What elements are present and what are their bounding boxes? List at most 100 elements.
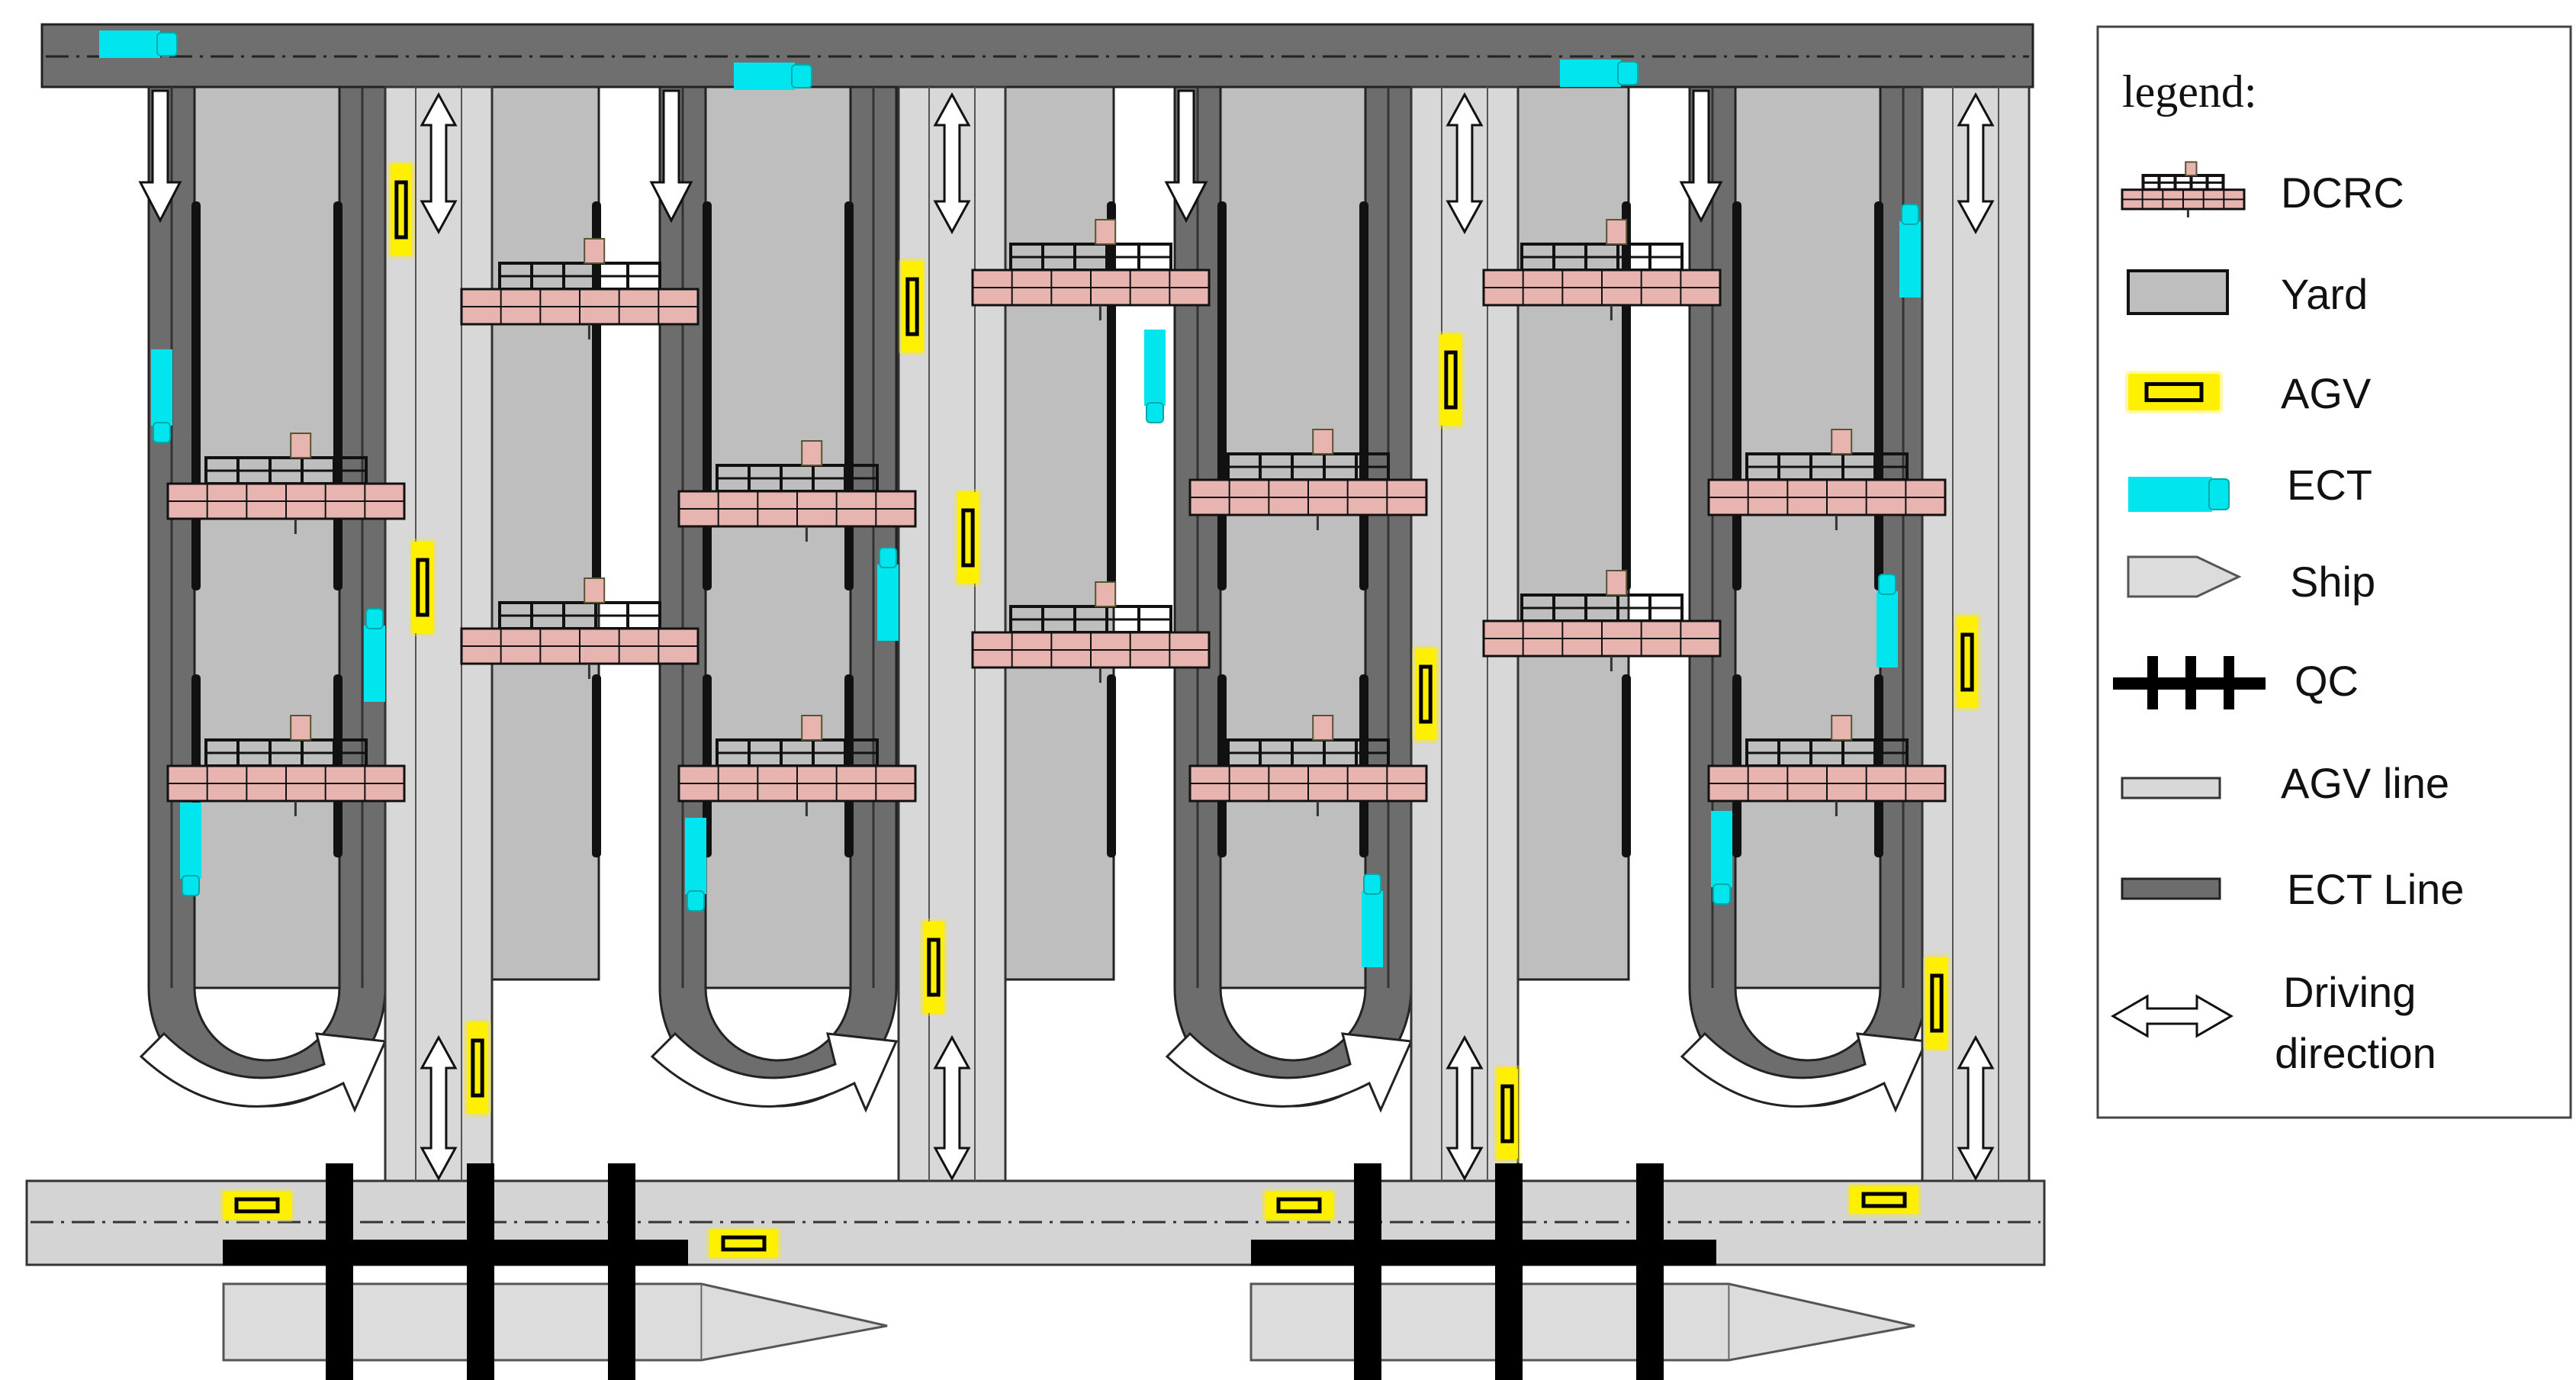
ship-hull bbox=[222, 1282, 888, 1362]
agv-body bbox=[957, 492, 979, 584]
ect-truck bbox=[1711, 811, 1732, 905]
ect-cab bbox=[1878, 574, 1896, 595]
dcrc-trolley bbox=[584, 238, 606, 264]
ect-trailer bbox=[364, 626, 385, 702]
dcrc-trolley bbox=[1831, 715, 1853, 741]
qc-leg bbox=[1354, 1163, 1381, 1380]
dcrc-trolley bbox=[801, 440, 823, 466]
crane-rail-segment bbox=[844, 201, 854, 461]
crane-rail-segment bbox=[333, 201, 343, 461]
crane-rail-segment bbox=[1622, 438, 1631, 590]
dcrc-trolley bbox=[1095, 581, 1117, 607]
dcrc-crane bbox=[166, 715, 406, 816]
crane-rail-segment bbox=[592, 438, 601, 590]
legend-panel: legend: DCRC Yard AGV ECT Ship QC AGV li… bbox=[2096, 25, 2572, 1119]
agv-body bbox=[923, 922, 944, 1013]
ect-truck bbox=[1560, 60, 1639, 87]
crane-rail-segment bbox=[1107, 201, 1116, 461]
ect-truck bbox=[180, 803, 201, 896]
legend-label-yard: Yard bbox=[2281, 270, 2368, 318]
agv-cargo-frame bbox=[1861, 1192, 1907, 1208]
double-headed-arrow-icon bbox=[933, 92, 971, 235]
double-headed-arrow-icon bbox=[1446, 1034, 1484, 1182]
agv-cargo-frame bbox=[927, 938, 941, 997]
qc-leg bbox=[326, 1163, 353, 1380]
legend-label-agv: AGV bbox=[2281, 369, 2372, 417]
crane-rail-segment bbox=[191, 201, 201, 461]
qc-leg bbox=[1636, 1163, 1664, 1380]
legend-qc-leg bbox=[2224, 656, 2234, 709]
legend-label-direction: direction bbox=[2275, 1029, 2436, 1077]
ect-cab bbox=[1713, 883, 1731, 905]
agv-vehicle bbox=[899, 258, 926, 355]
dcrc-trolley bbox=[1831, 429, 1853, 455]
dcrc-trolley bbox=[1312, 715, 1334, 741]
ect-trailer bbox=[151, 349, 172, 426]
down-arrow-icon bbox=[1679, 89, 1723, 224]
agv-body bbox=[1415, 648, 1436, 740]
curved-turn-arrow-icon bbox=[139, 1031, 388, 1113]
dcrc-trolley bbox=[1606, 219, 1628, 245]
crane-rail-segment bbox=[1107, 438, 1116, 590]
legend-label-dcrc: DCRC bbox=[2281, 169, 2404, 217]
agv-vehicle bbox=[2125, 371, 2223, 413]
top-road bbox=[40, 23, 2034, 88]
ect-cab bbox=[365, 608, 384, 629]
ect-cab bbox=[153, 422, 171, 443]
agv-vehicle bbox=[1437, 331, 1465, 429]
double-headed-arrow-icon bbox=[1446, 92, 1484, 235]
agv-body bbox=[391, 164, 412, 256]
double-headed-arrow-icon bbox=[1957, 1034, 1995, 1182]
agv-cargo-frame bbox=[1444, 350, 1458, 410]
agv-cargo-frame bbox=[721, 1235, 767, 1252]
loop-inner-space bbox=[704, 987, 852, 1062]
yard-area bbox=[193, 85, 341, 989]
down-arrow-icon bbox=[649, 89, 693, 224]
agv-body bbox=[1957, 616, 1978, 708]
agv-body bbox=[467, 1022, 488, 1114]
legend-qc-leg bbox=[2185, 656, 2196, 709]
dcrc-trolley bbox=[290, 715, 312, 741]
curved-turn-arrow-icon bbox=[1680, 1031, 1928, 1113]
ect-truck bbox=[364, 608, 385, 702]
ect-cab bbox=[1901, 204, 1919, 225]
down-arrow-icon bbox=[138, 89, 182, 224]
legend-label-ect-line: ECT Line bbox=[2287, 865, 2464, 913]
agv-cargo-frame bbox=[1930, 973, 1944, 1033]
dcrc-crane bbox=[1188, 429, 1428, 530]
yard-block bbox=[138, 85, 388, 1113]
ect-trailer bbox=[1362, 891, 1383, 967]
agv-vehicle bbox=[220, 1189, 294, 1222]
ect-trailer bbox=[1899, 221, 1921, 298]
legend-qc-symbol bbox=[2113, 656, 2266, 709]
ect-cab bbox=[2208, 478, 2230, 510]
curved-turn-arrow-icon bbox=[1165, 1031, 1413, 1113]
legend-title: legend: bbox=[2122, 66, 2257, 117]
double-headed-arrow-icon bbox=[420, 92, 458, 235]
loop-inner-space bbox=[193, 987, 341, 1062]
double-headed-arrow-icon bbox=[420, 1034, 458, 1182]
legend-label-driving-direction: Driving direction bbox=[2275, 968, 2436, 1077]
ect-trailer bbox=[1877, 591, 1898, 667]
ect-trailer bbox=[99, 31, 160, 58]
dcrc-trolley bbox=[290, 433, 312, 458]
ect-trailer bbox=[1560, 60, 1621, 87]
legend-qc-leg bbox=[2147, 656, 2158, 709]
crane-rail-segment bbox=[1732, 201, 1741, 461]
down-arrow-icon bbox=[1164, 89, 1208, 224]
agv-vehicle bbox=[1262, 1189, 1336, 1222]
agv-cargo-frame bbox=[2144, 381, 2204, 403]
legend-label-qc: QC bbox=[2295, 657, 2359, 705]
yard-area bbox=[704, 85, 852, 989]
agv-cargo-frame bbox=[961, 508, 975, 568]
dcrc-crane bbox=[460, 577, 699, 679]
dcrc-crane bbox=[677, 440, 917, 542]
crane-rail-segment bbox=[1217, 201, 1227, 461]
yard-area bbox=[1734, 85, 1882, 989]
double-headed-arrow-icon bbox=[1957, 92, 1995, 235]
ship-hull bbox=[1249, 1282, 1915, 1362]
agv-cargo-frame bbox=[394, 180, 408, 240]
ect-truck bbox=[1362, 873, 1383, 967]
agv-body bbox=[1926, 957, 1947, 1049]
dcrc-crane bbox=[166, 433, 406, 534]
